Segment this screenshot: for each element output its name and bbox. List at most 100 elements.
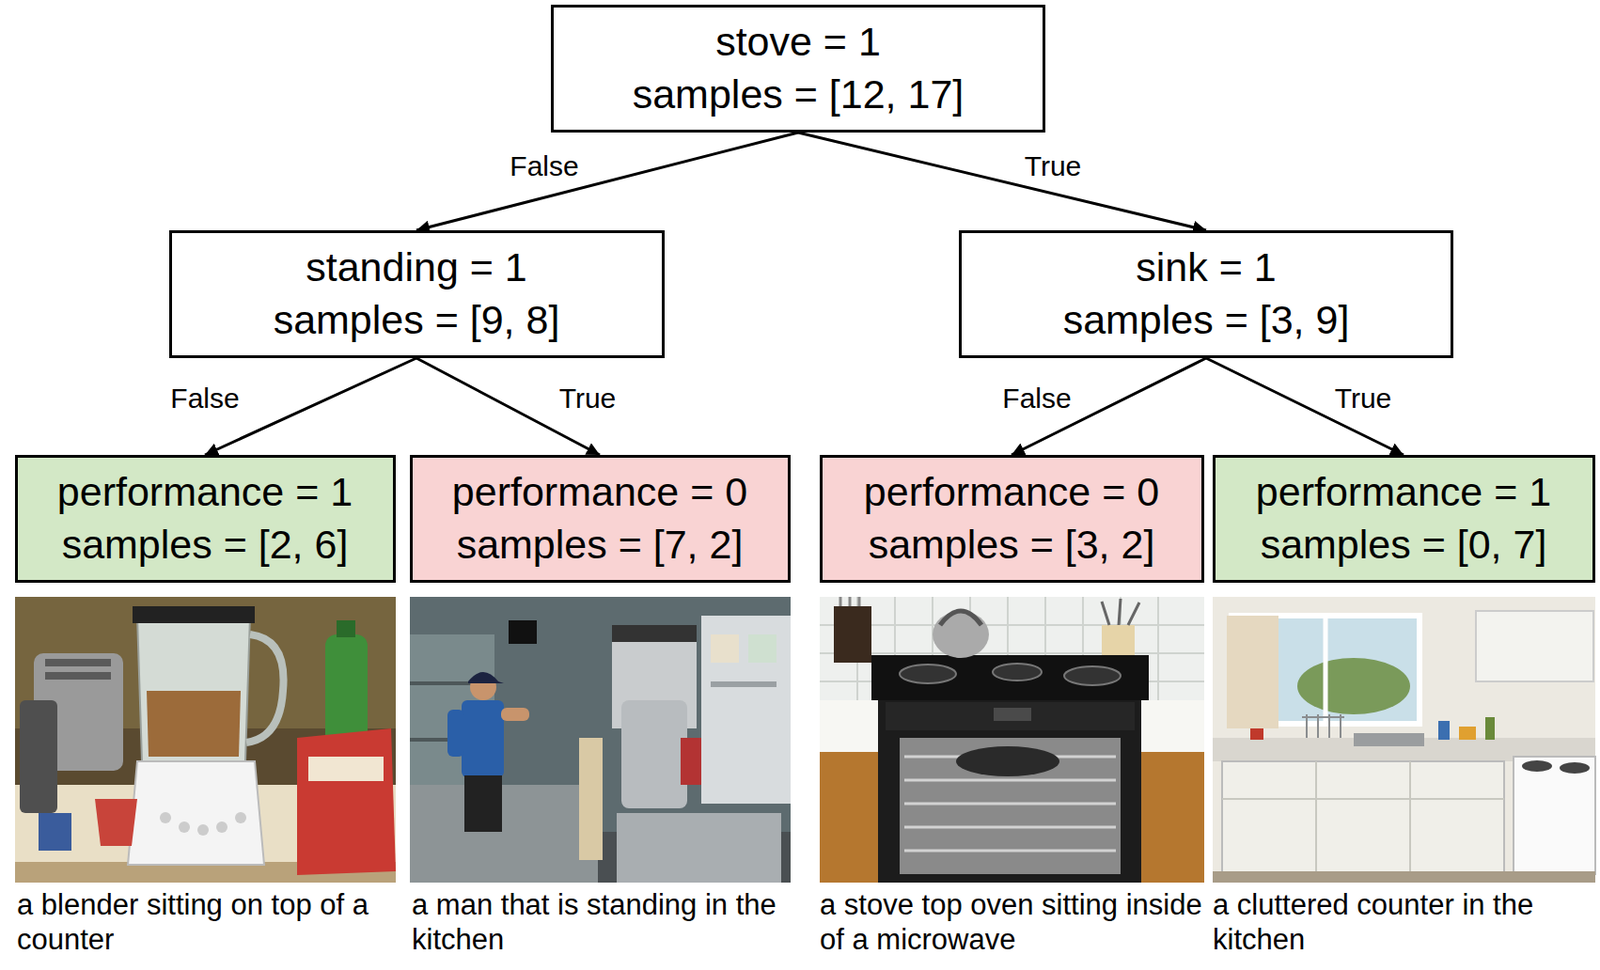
split-condition: standing = 1 xyxy=(305,241,528,295)
cluttered-kitchen-photo-part xyxy=(1485,717,1495,740)
cluttered-kitchen-photo-part xyxy=(1250,728,1264,740)
stove-photo-part xyxy=(899,737,1121,875)
split-condition: performance = 0 xyxy=(452,466,748,519)
stove-photo-part xyxy=(819,596,1205,706)
blender-photo-part xyxy=(19,700,58,814)
cluttered-kitchen-photo-part xyxy=(1222,761,1505,875)
blender-photo-part xyxy=(246,634,284,743)
stove-photo-part xyxy=(885,702,1135,731)
sample-counts: samples = [2, 6] xyxy=(62,518,349,572)
cluttered-kitchen-photo-part xyxy=(1475,611,1594,682)
tree-branch xyxy=(798,132,1207,231)
branch-label: True xyxy=(556,382,620,416)
split-condition: stove = 1 xyxy=(715,15,881,69)
stove-photo-part xyxy=(1064,666,1121,686)
split-condition: performance = 0 xyxy=(863,466,1160,519)
sample-counts: samples = [7, 2] xyxy=(456,518,744,572)
blender-photo-part xyxy=(297,728,396,876)
blender-photo-part xyxy=(38,813,72,851)
cluttered-kitchen-photo-part xyxy=(1226,615,1279,729)
kitchen-worker-photo xyxy=(409,596,791,883)
cluttered-kitchen-photo-part xyxy=(1438,721,1450,740)
cluttered-kitchen-photo-part xyxy=(1222,761,1505,875)
stove-photo-part xyxy=(871,655,1149,701)
split-condition: performance = 1 xyxy=(1255,466,1552,519)
blender-photo-part xyxy=(197,824,209,836)
split-box: stove = 1samples = [12, 17] xyxy=(550,4,1046,133)
kitchen-worker-photo-part xyxy=(611,625,697,643)
cluttered-kitchen-photo-part xyxy=(1458,726,1476,740)
stove-photo-part xyxy=(819,752,886,883)
stove-photo-part xyxy=(932,611,989,659)
blender-photo-part xyxy=(159,812,172,824)
cluttered-kitchen-photo-part xyxy=(1301,714,1345,738)
stove-photo-part xyxy=(899,664,957,684)
tree-branch xyxy=(1206,358,1404,455)
sample-counts: samples = [3, 9] xyxy=(1063,294,1350,347)
stove-photo-part xyxy=(1101,598,1140,626)
kitchen-worker-photo-part xyxy=(468,672,504,684)
branch-label: False xyxy=(506,150,581,184)
stove-photo-part xyxy=(833,606,872,663)
kitchen-worker-photo-part xyxy=(409,596,791,883)
kitchen-worker-photo-part xyxy=(579,737,603,861)
cluttered-kitchen-photo-part xyxy=(1297,658,1411,715)
kitchen-worker-photo-part xyxy=(748,634,777,663)
image-caption: a man that is standing in the kitchen xyxy=(411,887,816,957)
kitchen-worker-photo-part xyxy=(409,784,598,883)
stove-photo-part xyxy=(1134,700,1205,753)
stove-photo-part xyxy=(819,700,886,753)
sample-counts: samples = [9, 8] xyxy=(273,294,561,347)
leaf-box: performance = 1samples = [2, 6] xyxy=(15,454,396,583)
stove-photo-part xyxy=(840,596,860,607)
kitchen-worker-photo-part xyxy=(501,707,530,722)
split-box: sink = 1samples = [3, 9] xyxy=(958,230,1454,359)
kitchen-worker-photo-part xyxy=(621,700,688,809)
kitchen-worker-photo-part xyxy=(710,681,777,688)
stove-photo-part xyxy=(1134,752,1205,883)
split-box: standing = 1samples = [9, 8] xyxy=(169,230,665,359)
cluttered-kitchen-photo-part xyxy=(1521,760,1553,772)
cluttered-kitchen-photo-part xyxy=(1212,596,1596,883)
image-caption: a stove top oven sitting inside of a mic… xyxy=(819,887,1210,957)
cluttered-kitchen-photo-part xyxy=(1353,733,1425,747)
sample-counts: samples = [3, 2] xyxy=(868,518,1156,572)
kitchen-worker-photo-part xyxy=(508,620,537,644)
blender-photo-part xyxy=(308,756,384,782)
image-caption: a cluttered counter in the kitchen xyxy=(1212,887,1597,957)
stove-photo xyxy=(819,596,1205,883)
blender-photo-part xyxy=(178,821,190,833)
kitchen-worker-photo-part xyxy=(616,813,782,883)
blender-photo-part xyxy=(146,690,241,757)
leaf-box: performance = 0samples = [7, 2] xyxy=(409,454,791,583)
blender-photo-part xyxy=(132,606,255,624)
blender-photo-part xyxy=(94,799,138,847)
sample-counts: samples = [12, 17] xyxy=(632,68,965,122)
blender-photo-part xyxy=(127,761,265,865)
cluttered-kitchen-photo-part xyxy=(1212,871,1596,883)
blender-photo-part xyxy=(137,615,251,762)
leaf-box: performance = 1samples = [0, 7] xyxy=(1212,454,1596,583)
cluttered-kitchen-photo-part xyxy=(1323,615,1329,724)
cluttered-kitchen-photo-part xyxy=(1559,762,1590,774)
kitchen-worker-photo-part xyxy=(710,634,739,663)
kitchen-worker-photo-part xyxy=(461,700,504,778)
tree-branch xyxy=(416,132,799,231)
stove-photo-part xyxy=(940,611,982,626)
stove-photo-part xyxy=(956,746,1060,777)
blender-photo-part xyxy=(45,658,111,667)
sample-counts: samples = [0, 7] xyxy=(1260,518,1548,572)
blender-photo-part xyxy=(336,620,356,638)
kitchen-worker-photo-part xyxy=(447,709,465,757)
kitchen-worker-photo-part xyxy=(680,737,705,785)
kitchen-worker-photo-part xyxy=(464,775,502,832)
split-condition: performance = 1 xyxy=(57,466,353,519)
leaf-box: performance = 0samples = [3, 2] xyxy=(819,454,1205,583)
cluttered-kitchen-photo-part xyxy=(1513,756,1596,875)
blender-photo-part xyxy=(235,812,247,824)
stove-photo-part xyxy=(993,707,1032,722)
cluttered-kitchen-photo xyxy=(1212,596,1596,883)
branch-label: True xyxy=(1021,150,1085,184)
kitchen-worker-photo-part xyxy=(701,615,791,804)
blender-photo xyxy=(15,596,396,883)
